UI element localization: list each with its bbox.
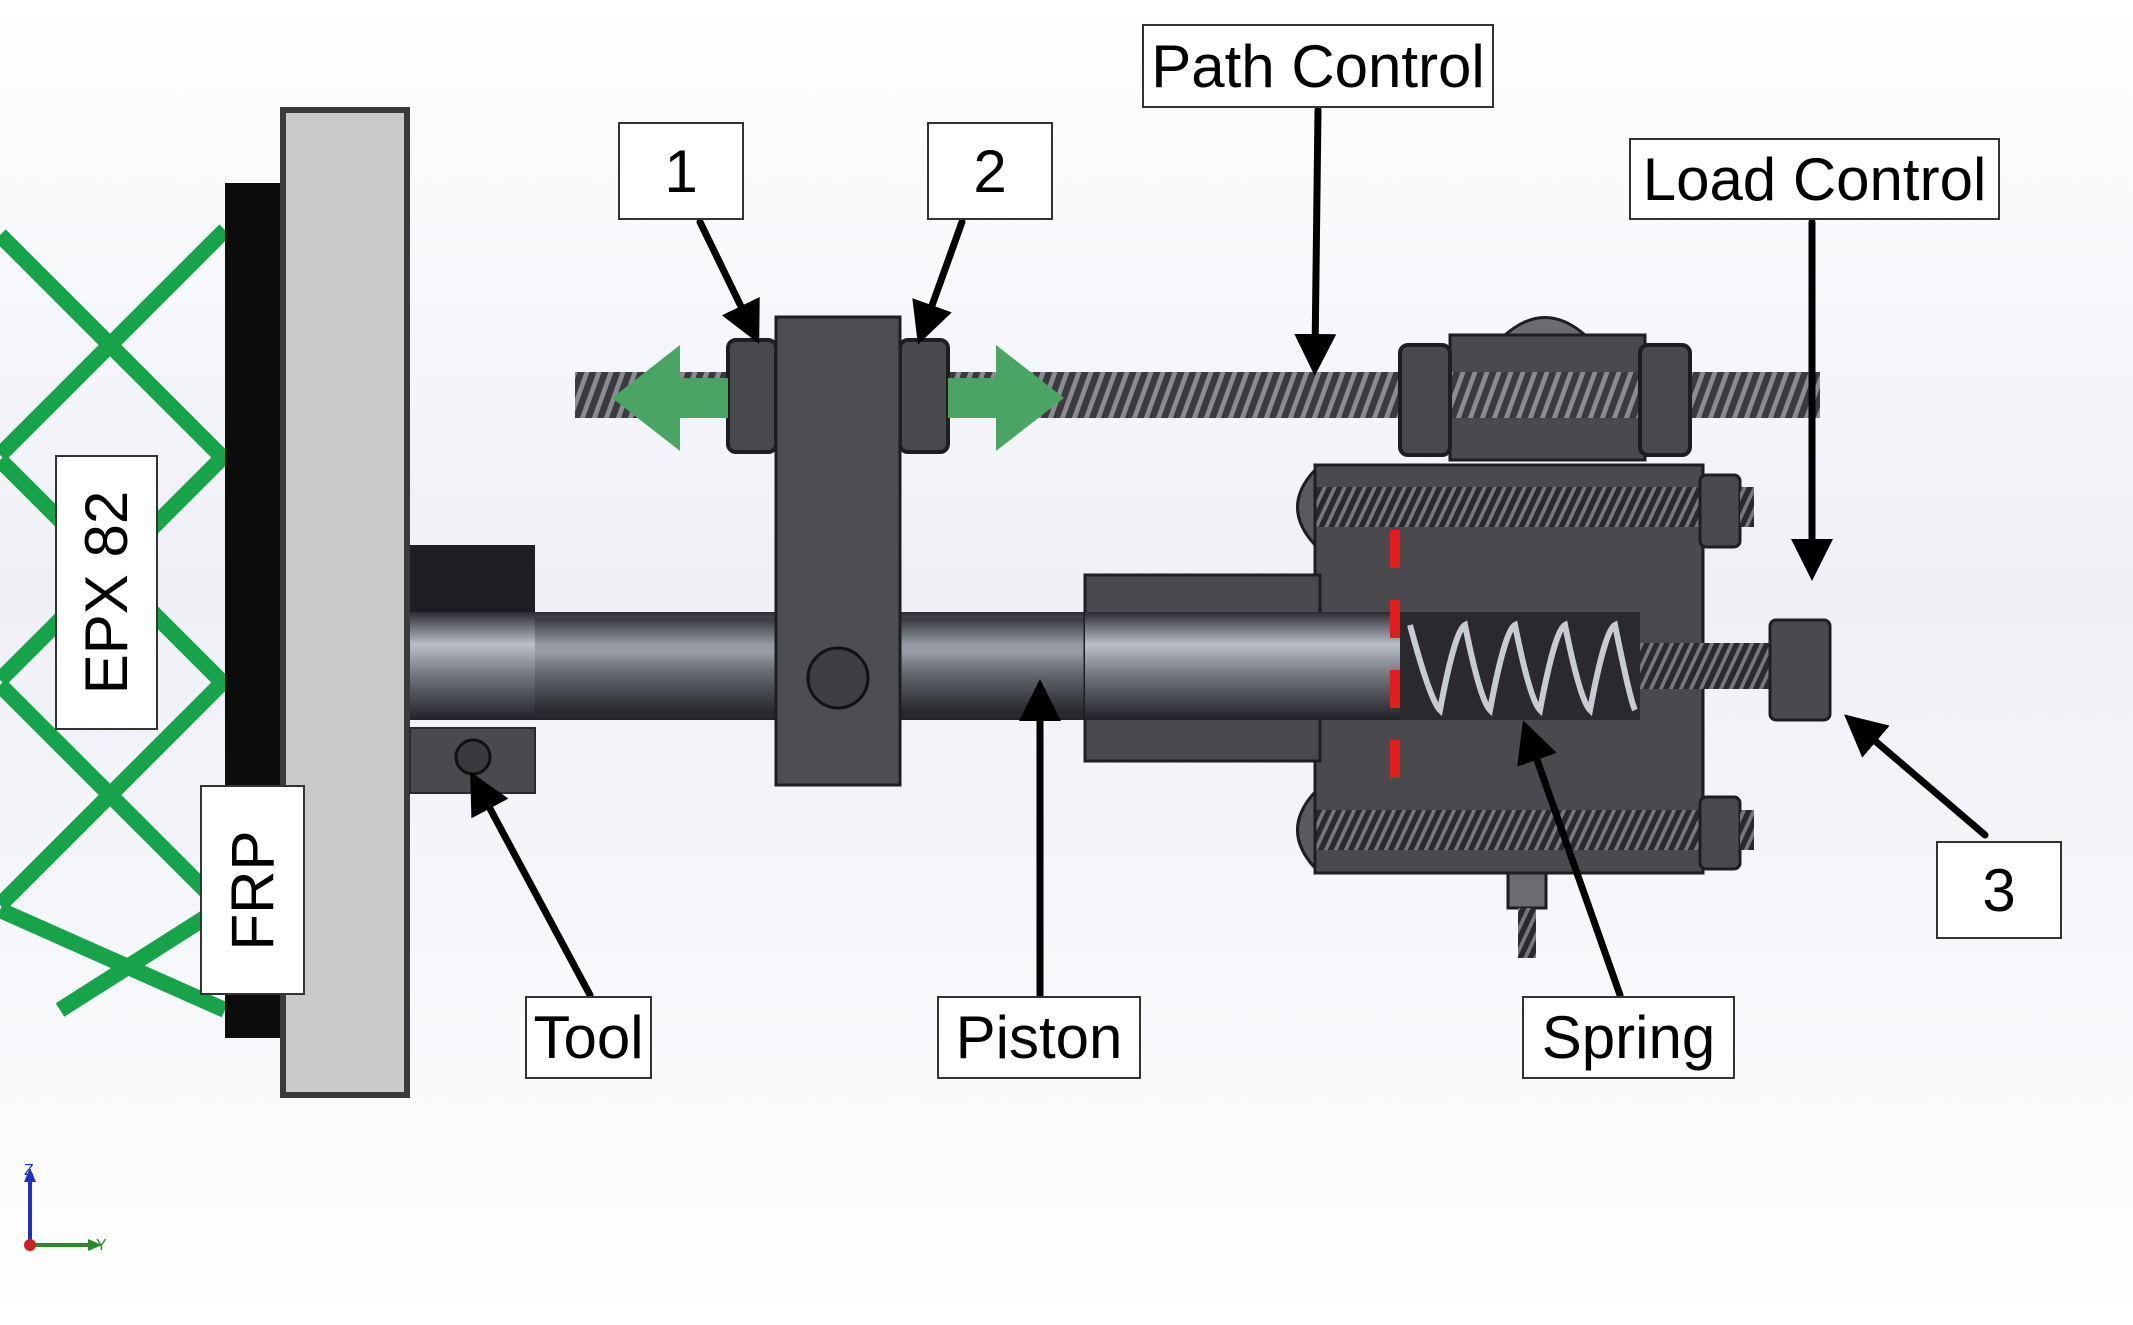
- path-control-nut-left: [1398, 343, 1452, 457]
- bolt-top-nut: [1698, 473, 1742, 549]
- load-control-screw-head: [1768, 618, 1832, 722]
- path-control-threads: [1450, 372, 1645, 418]
- bolt-top-tip: [1740, 487, 1754, 527]
- top-screw-head: [1501, 316, 1589, 337]
- pointer-2: [912, 218, 966, 345]
- coordinate-triad-icon: Z Y: [24, 1162, 107, 1254]
- axis-z-label: Z: [24, 1162, 34, 1179]
- bolt-top: [1310, 487, 1740, 527]
- axis-y-label: Y: [96, 1237, 107, 1254]
- pointer-arrows: [470, 106, 1989, 999]
- label-frp: FRP: [200, 785, 305, 995]
- tool-screw-hole: [454, 738, 492, 776]
- nut-2: [898, 338, 950, 454]
- nut-1: [726, 338, 778, 454]
- label-load-control: Load Control: [1629, 138, 2000, 220]
- label-epx-82: EPX 82: [55, 455, 158, 730]
- bolt-bottom: [1310, 810, 1740, 850]
- bolt-bottom-tip: [1740, 810, 1754, 850]
- load-control-screw: [1640, 643, 1775, 689]
- label-screw-3: 3: [1936, 841, 2062, 939]
- pointer-spring: [1517, 720, 1624, 999]
- sliding-bracket: [774, 315, 902, 787]
- bracket-hole: [806, 646, 870, 710]
- label-nut-2: 2: [927, 122, 1053, 220]
- double-headed-arrow-icon: [612, 345, 1064, 451]
- path-control-nut-right: [1638, 343, 1692, 457]
- pointer-1: [696, 218, 760, 344]
- spring: [1407, 620, 1638, 717]
- bolt-top-head: [1296, 466, 1317, 549]
- label-tool: Tool: [525, 996, 652, 1079]
- label-spring: Spring: [1522, 996, 1735, 1079]
- bottom-screw-head: [1506, 871, 1548, 910]
- label-path-control: Path Control: [1142, 24, 1494, 108]
- pointer-path-control: [1294, 106, 1337, 376]
- housing-piston-cut: [1085, 612, 1405, 720]
- pointer-tool: [470, 771, 594, 999]
- pointer-3: [1844, 714, 1989, 839]
- tool-block: [410, 545, 535, 615]
- label-frp-text: FRP: [219, 830, 286, 950]
- bolt-bottom-head: [1296, 788, 1317, 872]
- label-epx-82-text: EPX 82: [73, 490, 140, 695]
- bolt-bottom-nut: [1698, 795, 1742, 871]
- label-piston: Piston: [937, 996, 1141, 1079]
- bottom-screw-shank: [1518, 908, 1536, 958]
- label-nut-1: 1: [618, 122, 744, 220]
